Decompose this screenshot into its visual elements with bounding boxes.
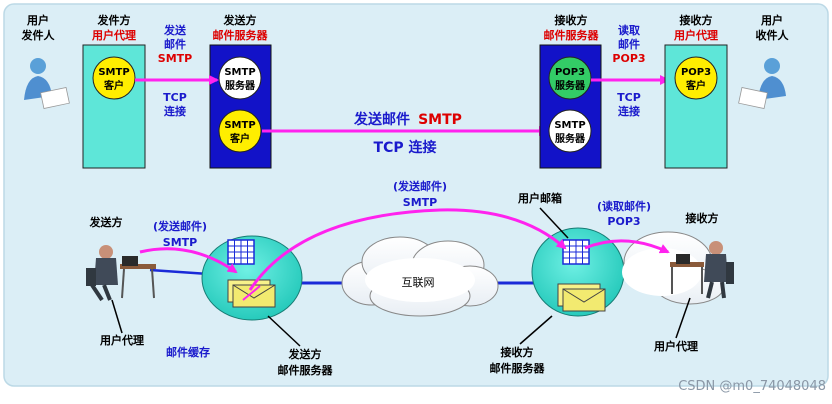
- pointer-left-agent: [111, 299, 123, 334]
- arrow-mailbox-to-receiver: [584, 239, 670, 254]
- user-sender-label-2: 发件人: [21, 28, 56, 42]
- smtp-client-label-2: 客户: [103, 79, 124, 92]
- read-mail-label: (读取邮件): [597, 199, 651, 213]
- pop3-client-circle: [674, 56, 718, 100]
- receiver-mail-icon: [557, 283, 606, 312]
- smtp-client2-circle: [218, 109, 262, 153]
- pop3-server-label-1: POP3: [555, 67, 585, 78]
- receiver-person-icon: [670, 241, 734, 299]
- pop3-server-label-2: 服务器: [555, 79, 586, 92]
- left-tcp-label-2: 连接: [164, 104, 186, 118]
- bottom-receiver-label: 接收方: [686, 211, 719, 225]
- right-tcp-label-2: 连接: [618, 104, 640, 118]
- read-mail-protocol: POP3: [607, 215, 640, 228]
- send-mail-b-label: (发送邮件): [393, 179, 447, 193]
- arrow-server-to-mailbox: [248, 208, 567, 291]
- user-receiver-label-2: 收件人: [756, 28, 790, 42]
- mail-cache-label: 邮件缓存: [166, 345, 210, 359]
- user-sender-label-1: 用户: [27, 13, 49, 27]
- receiver-agent-subtitle: 用户代理: [674, 28, 718, 42]
- left-send-label-1: 发送: [163, 23, 187, 37]
- smtp-client2-label-1: SMTP: [224, 120, 255, 131]
- bottom-sender-label: 发送方: [89, 215, 123, 229]
- mid-send-label: 发送邮件: [353, 111, 410, 128]
- send-mail-a-protocol: SMTP: [163, 236, 197, 249]
- left-user-agent-label: 用户代理: [100, 333, 144, 347]
- right-read-label-1: 读取: [618, 23, 640, 37]
- receiver-agent-title: 接收方: [680, 13, 713, 27]
- left-send-label-2: 邮件: [164, 37, 186, 51]
- mid-tcp-label: TCP 连接: [374, 139, 437, 156]
- smtp-server-label-2: 服务器: [225, 79, 256, 92]
- smtp-client-circle: [92, 56, 136, 100]
- bottom-receiver-server-label-1: 接收方: [501, 345, 534, 359]
- user-sender-icon: [24, 58, 70, 110]
- sender-mailbox-grid-icon: [227, 239, 255, 265]
- right-read-label-2: 邮件: [618, 37, 640, 51]
- sender-person-icon: [86, 245, 156, 302]
- user-receiver-label-1: 用户: [761, 13, 783, 27]
- arrow-sender-to-server: [139, 247, 238, 274]
- left-tcp-label-1: TCP: [163, 91, 187, 104]
- send-mail-b-protocol: SMTP: [403, 196, 437, 209]
- pop3-client-label-1: POP3: [681, 67, 711, 78]
- internet-cloud: [341, 236, 499, 317]
- user-mailbox-grid-icon: [562, 239, 590, 265]
- watermark: CSDN @m0_74048048: [678, 379, 826, 394]
- pointer-receiver-server: [519, 315, 553, 345]
- smtp-client-label-1: SMTP: [98, 67, 129, 78]
- send-mail-a-label: (发送邮件): [153, 219, 207, 233]
- receiver-server-subtitle: 邮件服务器: [544, 28, 600, 42]
- bottom-sender-server-label-2: 邮件服务器: [278, 363, 334, 377]
- sender-server-subtitle: 邮件服务器: [213, 28, 269, 42]
- smtp-server2-label-2: 服务器: [555, 132, 586, 145]
- smtp-server-label-1: SMTP: [224, 67, 255, 78]
- smtp-server2-circle: [548, 109, 592, 153]
- receiver-server-title: 接收方: [555, 13, 588, 27]
- mid-smtp-label: SMTP: [418, 112, 462, 128]
- sender-agent-box: [82, 44, 146, 169]
- smtp-server2-label-1: SMTP: [554, 120, 585, 131]
- bottom-receiver-server-label-2: 邮件服务器: [490, 361, 546, 375]
- sender-agent-title: 发件方: [97, 13, 131, 27]
- sender-agent-subtitle: 用户代理: [92, 28, 136, 42]
- pointer-sender-server: [267, 315, 301, 347]
- sender-server-title: 发送方: [223, 13, 257, 27]
- cache-pointer: [242, 285, 261, 301]
- right-user-agent-label: 用户代理: [654, 339, 698, 353]
- pointer-right-agent: [675, 297, 691, 339]
- sender-server-lan: [201, 235, 303, 321]
- smtp-server-circle: [218, 56, 262, 100]
- pop3-client-label-2: 客户: [685, 79, 706, 92]
- right-tcp-label-1: TCP: [617, 91, 641, 104]
- pop3-server-circle: [548, 56, 592, 100]
- left-send-label-3: SMTP: [158, 52, 192, 65]
- right-read-label-3: POP3: [612, 52, 645, 65]
- bottom-sender-server-label-1: 发送方: [288, 347, 322, 361]
- user-mailbox-label: 用户邮箱: [518, 191, 562, 205]
- smtp-client2-label-2: 客户: [229, 132, 250, 145]
- pointer-user-mailbox: [539, 207, 569, 239]
- user-receiver-icon: [738, 58, 786, 110]
- internet-label: 互联网: [402, 276, 435, 289]
